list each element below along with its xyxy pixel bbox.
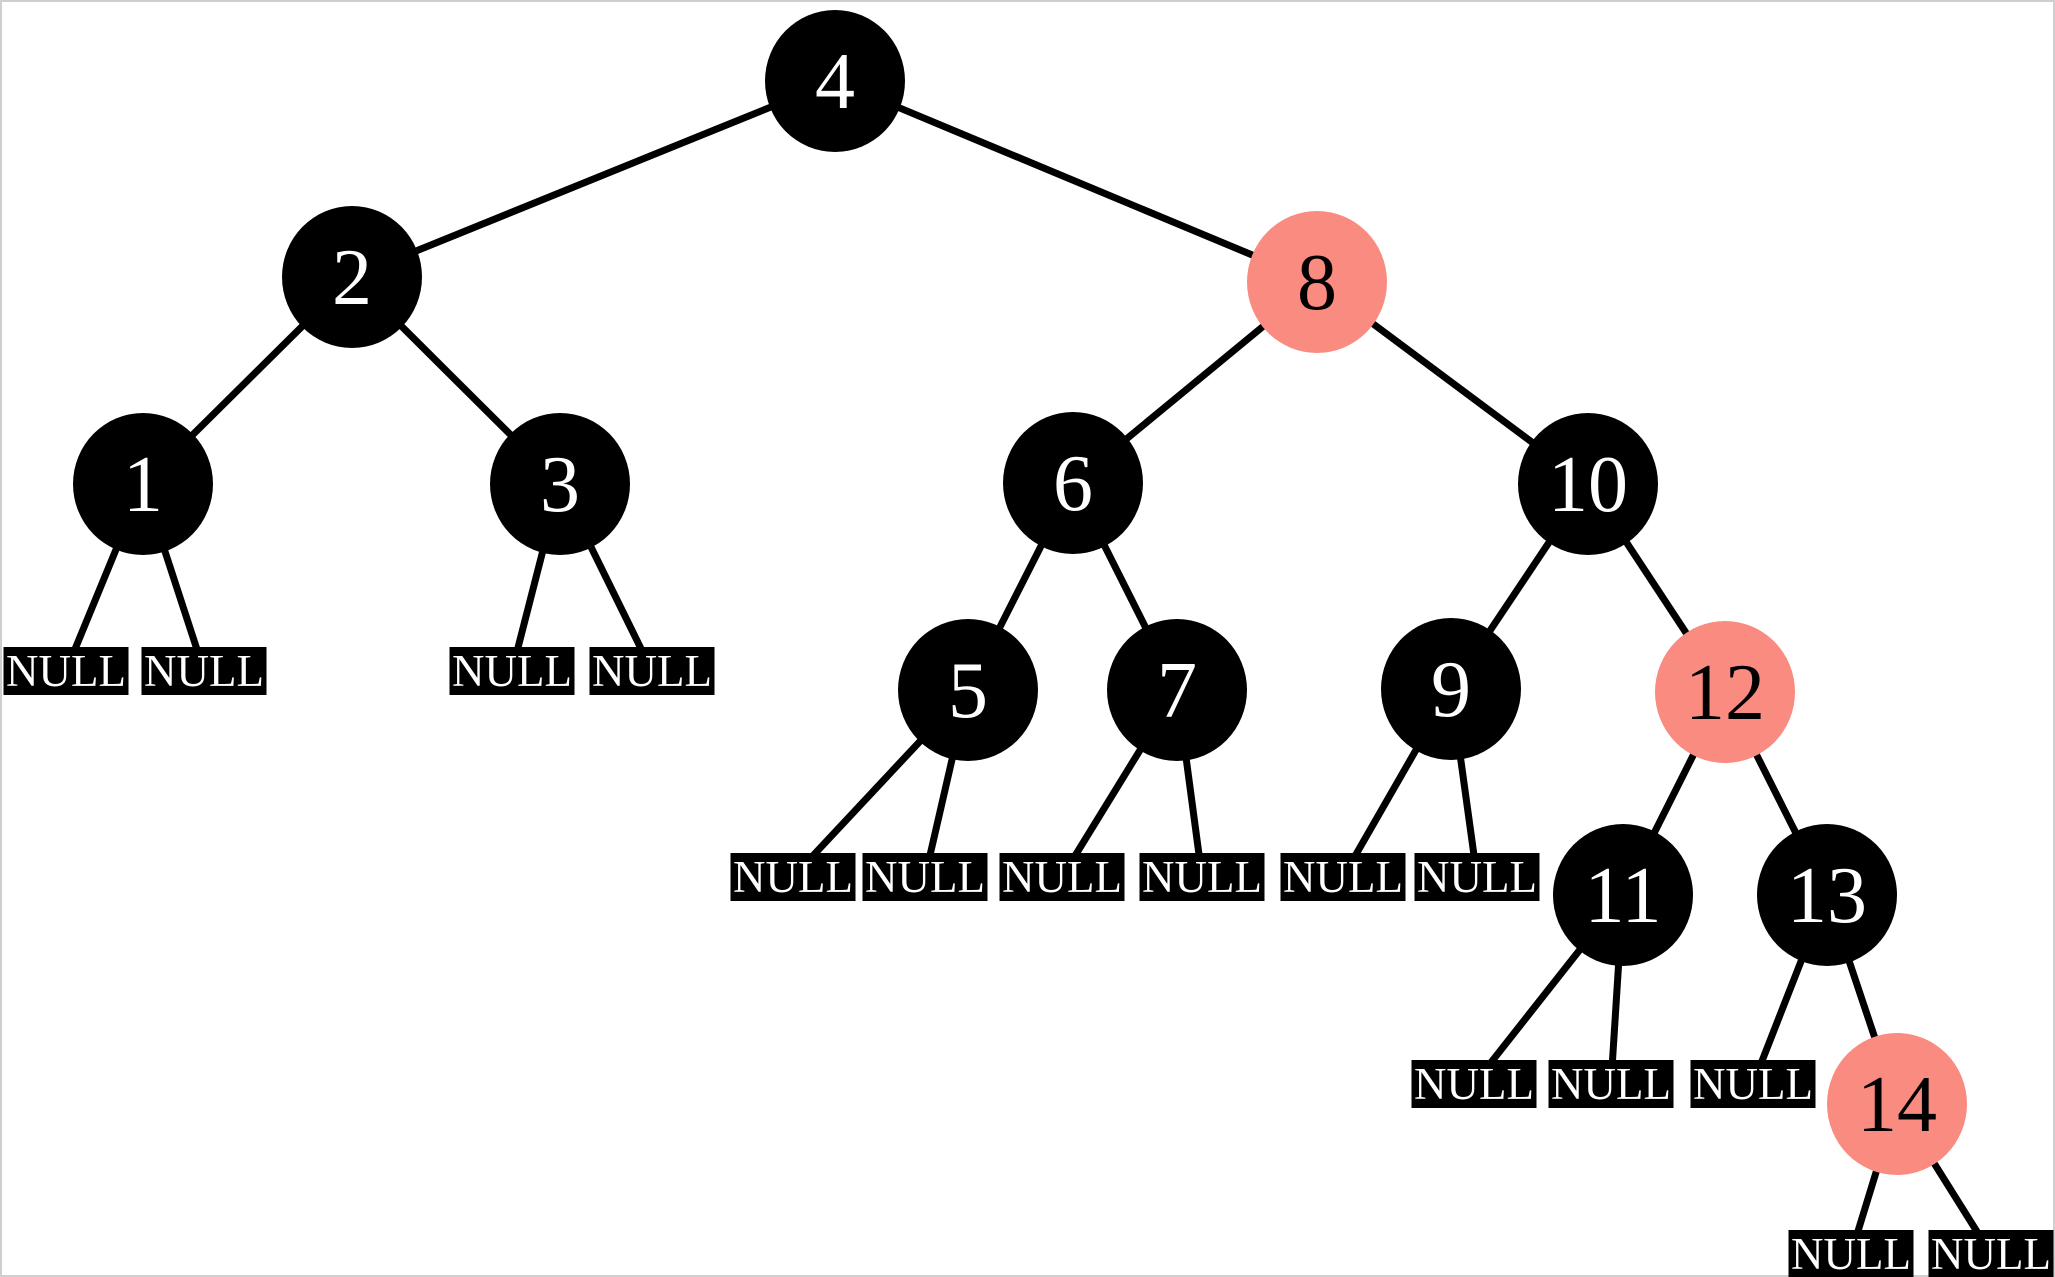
tree-node-5: 5 <box>898 619 1038 761</box>
null-leaf: NULL <box>589 646 715 696</box>
tree-node-12: 12 <box>1655 621 1795 763</box>
null-box <box>1788 1230 1914 1277</box>
node-key-label: 3 <box>540 441 580 529</box>
null-leaf: NULL <box>862 852 988 902</box>
null-box-label: NULL <box>1693 1059 1813 1109</box>
null-box-label: NULL <box>6 646 126 696</box>
node-key-label: 12 <box>1685 649 1765 737</box>
null-box-label: NULL <box>1414 1059 1534 1109</box>
null-box <box>1548 1060 1674 1108</box>
tree-node-13: 13 <box>1757 824 1897 966</box>
null-box <box>1928 1230 2054 1277</box>
null-box-label: NULL <box>1417 852 1537 902</box>
black-node-ellipse <box>1553 824 1693 966</box>
null-leaf: NULL <box>449 646 575 696</box>
null-box-label: NULL <box>1791 1229 1911 1277</box>
node-key-label: 11 <box>1584 852 1661 940</box>
tree-node-7: 7 <box>1107 619 1247 761</box>
black-node-ellipse <box>765 10 905 152</box>
null-box-label: NULL <box>1551 1059 1671 1109</box>
red-node-ellipse <box>1247 211 1387 353</box>
tree-node-3: 3 <box>490 413 630 555</box>
node-key-label: 8 <box>1297 239 1337 327</box>
null-leaf: NULL <box>1411 1059 1537 1109</box>
tree-node-11: 11 <box>1553 824 1693 966</box>
null-box <box>1690 1060 1816 1108</box>
null-box <box>1280 853 1406 901</box>
node-key-label: 1 <box>123 441 163 529</box>
node-key-label: 5 <box>948 647 988 735</box>
black-node-ellipse <box>490 413 630 555</box>
null-leaf: NULL <box>1548 1059 1674 1109</box>
null-box-label: NULL <box>1283 852 1403 902</box>
null-leaf: NULL <box>141 646 267 696</box>
null-leaf: NULL <box>1414 852 1540 902</box>
null-leaf: NULL <box>3 646 129 696</box>
null-box-label: NULL <box>865 852 985 902</box>
null-leaf: NULL <box>1690 1059 1816 1109</box>
node-key-label: 10 <box>1548 441 1628 529</box>
black-node-ellipse <box>898 619 1038 761</box>
null-box-label: NULL <box>1931 1229 2051 1277</box>
black-node-ellipse <box>1518 413 1658 555</box>
black-node-ellipse <box>73 413 213 555</box>
red-node-ellipse <box>1655 621 1795 763</box>
tree-node-4: 4 <box>765 10 905 152</box>
tree-node-8: 8 <box>1247 211 1387 353</box>
null-box <box>1411 1060 1537 1108</box>
black-node-ellipse <box>1107 619 1247 761</box>
tree-node-6: 6 <box>1003 412 1143 554</box>
null-leaf: NULL <box>1928 1229 2054 1277</box>
node-key-label: 14 <box>1857 1061 1937 1149</box>
node-key-label: 2 <box>332 234 372 322</box>
null-box <box>999 853 1125 901</box>
null-box-label: NULL <box>1142 852 1262 902</box>
node-key-label: 4 <box>815 38 855 126</box>
black-node-ellipse <box>1381 618 1521 760</box>
tree-edge-4-8 <box>833 77 1319 286</box>
null-leaf: NULL <box>1788 1229 1914 1277</box>
node-key-label: 7 <box>1157 647 1197 735</box>
node-key-label: 9 <box>1431 646 1471 734</box>
null-box <box>1414 853 1540 901</box>
tree-node-1: 1 <box>73 413 213 555</box>
null-leaf: NULL <box>1280 852 1406 902</box>
null-leaf: NULL <box>730 852 856 902</box>
null-box <box>3 647 129 695</box>
null-box-label: NULL <box>452 646 572 696</box>
black-node-ellipse <box>1757 824 1897 966</box>
tree-node-9: 9 <box>1381 618 1521 760</box>
null-box <box>730 853 856 901</box>
red-node-ellipse <box>1827 1033 1967 1175</box>
null-leaf: NULL <box>999 852 1125 902</box>
null-box <box>862 853 988 901</box>
null-leaf: NULL <box>1139 852 1265 902</box>
tree-node-2: 2 <box>282 206 422 348</box>
null-box <box>1139 853 1265 901</box>
tree-node-14: 14 <box>1827 1033 1967 1175</box>
null-box <box>141 647 267 695</box>
tree-edge-4-2 <box>350 77 837 281</box>
node-key-label: 6 <box>1053 440 1093 528</box>
null-box-label: NULL <box>592 646 712 696</box>
black-node-ellipse <box>282 206 422 348</box>
node-key-label: 13 <box>1787 852 1867 940</box>
null-box-label: NULL <box>733 852 853 902</box>
tree-node-10: 10 <box>1518 413 1658 555</box>
null-box <box>589 647 715 695</box>
null-box-label: NULL <box>1002 852 1122 902</box>
black-node-ellipse <box>1003 412 1143 554</box>
null-box-label: NULL <box>144 646 264 696</box>
null-box <box>449 647 575 695</box>
